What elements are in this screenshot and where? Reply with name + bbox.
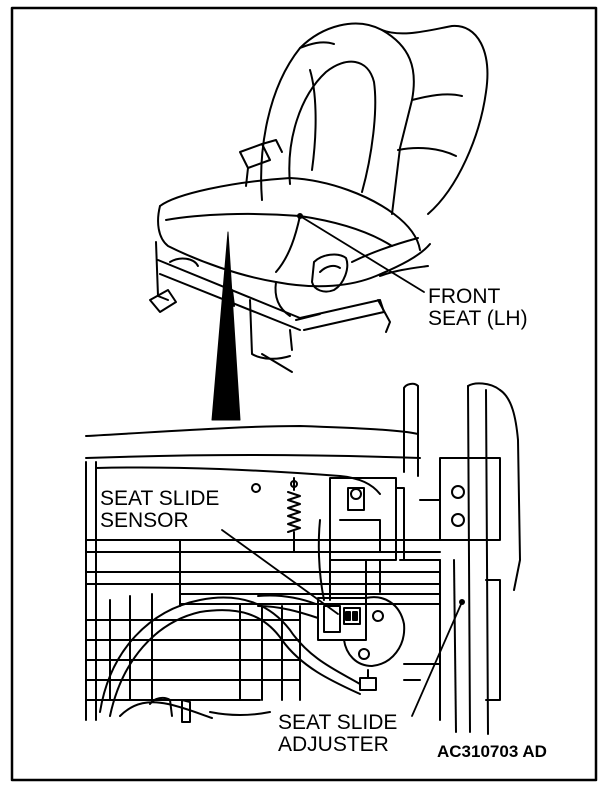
label-sensor-line1: SEAT SLIDE bbox=[100, 487, 220, 510]
front-seat-illustration bbox=[150, 24, 487, 372]
label-seat-slide-adjuster: SEAT SLIDE ADJUSTER bbox=[278, 711, 398, 756]
label-adjuster-line1: SEAT SLIDE bbox=[278, 711, 398, 734]
label-sensor-line2: SENSOR bbox=[100, 509, 189, 532]
leader-dot-adjuster bbox=[459, 599, 465, 605]
label-seat-slide-sensor: SEAT SLIDE SENSOR bbox=[100, 487, 220, 532]
label-front-seat-line2: SEAT (LH) bbox=[428, 307, 528, 330]
detail-pointer-wedge bbox=[212, 232, 240, 420]
figure-border bbox=[12, 8, 596, 780]
seat-slide-sensor-body bbox=[318, 560, 404, 666]
leader-front-seat bbox=[300, 216, 424, 292]
seat-rail-detail bbox=[86, 383, 520, 734]
leader-seat-slide-sensor bbox=[222, 530, 338, 614]
leader-seat-slide-adjuster bbox=[412, 602, 462, 716]
label-adjuster-line2: ADJUSTER bbox=[278, 733, 389, 756]
figure-code: AC310703 AD bbox=[437, 742, 547, 761]
label-front-seat-line1: FRONT bbox=[428, 285, 501, 308]
label-front-seat: FRONT SEAT (LH) bbox=[428, 286, 528, 330]
leader-dot-front-seat bbox=[297, 213, 303, 219]
